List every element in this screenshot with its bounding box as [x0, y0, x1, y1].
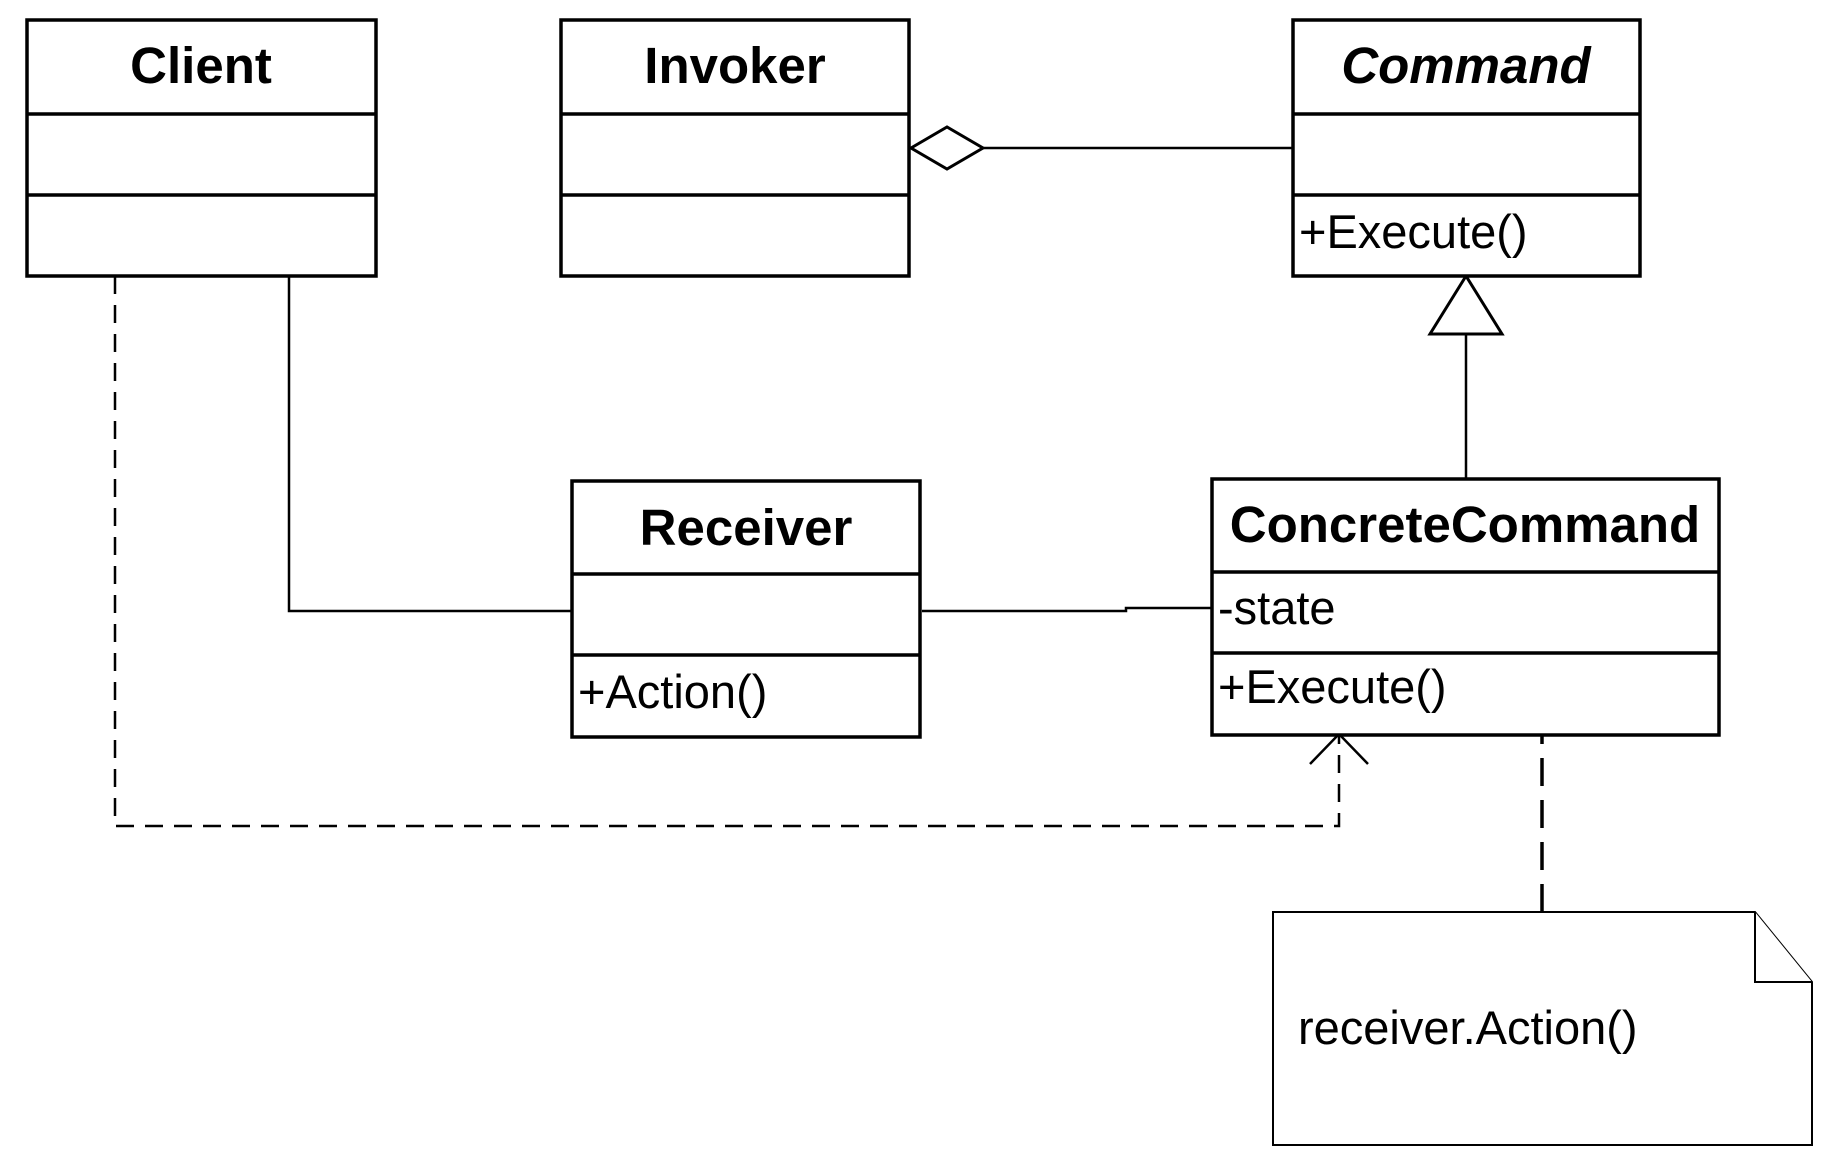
class-command: Command +Execute()	[1291, 18, 1642, 278]
receiver-concretecommand-association	[922, 606, 1212, 613]
note: receiver.Action()	[1272, 911, 1813, 1146]
note-text: receiver.Action()	[1298, 1001, 1638, 1054]
command-class-name: Command	[1341, 37, 1592, 94]
class-client: Client	[25, 18, 378, 278]
concretecommand-execute-operation: +Execute()	[1218, 660, 1447, 713]
class-invoker: Invoker	[559, 18, 911, 278]
class-receiver: Receiver +Action()	[570, 479, 922, 739]
generalization-triangle-icon	[1427, 273, 1505, 336]
client-class-name: Client	[130, 37, 272, 94]
class-concretecommand: ConcreteCommand -state +Execute()	[1210, 477, 1721, 737]
client-concretecommand-dependency	[113, 276, 1341, 828]
concretecommand-class-name: ConcreteCommand	[1230, 496, 1700, 553]
command-execute-operation: +Execute()	[1299, 205, 1528, 258]
client-receiver-association	[287, 276, 574, 613]
receiver-class-name: Receiver	[640, 499, 853, 556]
aggregation-diamond-icon	[908, 125, 986, 171]
note-fold-icon	[1754, 912, 1812, 983]
concretecommand-state-attribute: -state	[1218, 581, 1336, 634]
receiver-action-operation: +Action()	[578, 665, 767, 718]
invoker-class-name: Invoker	[644, 37, 826, 94]
